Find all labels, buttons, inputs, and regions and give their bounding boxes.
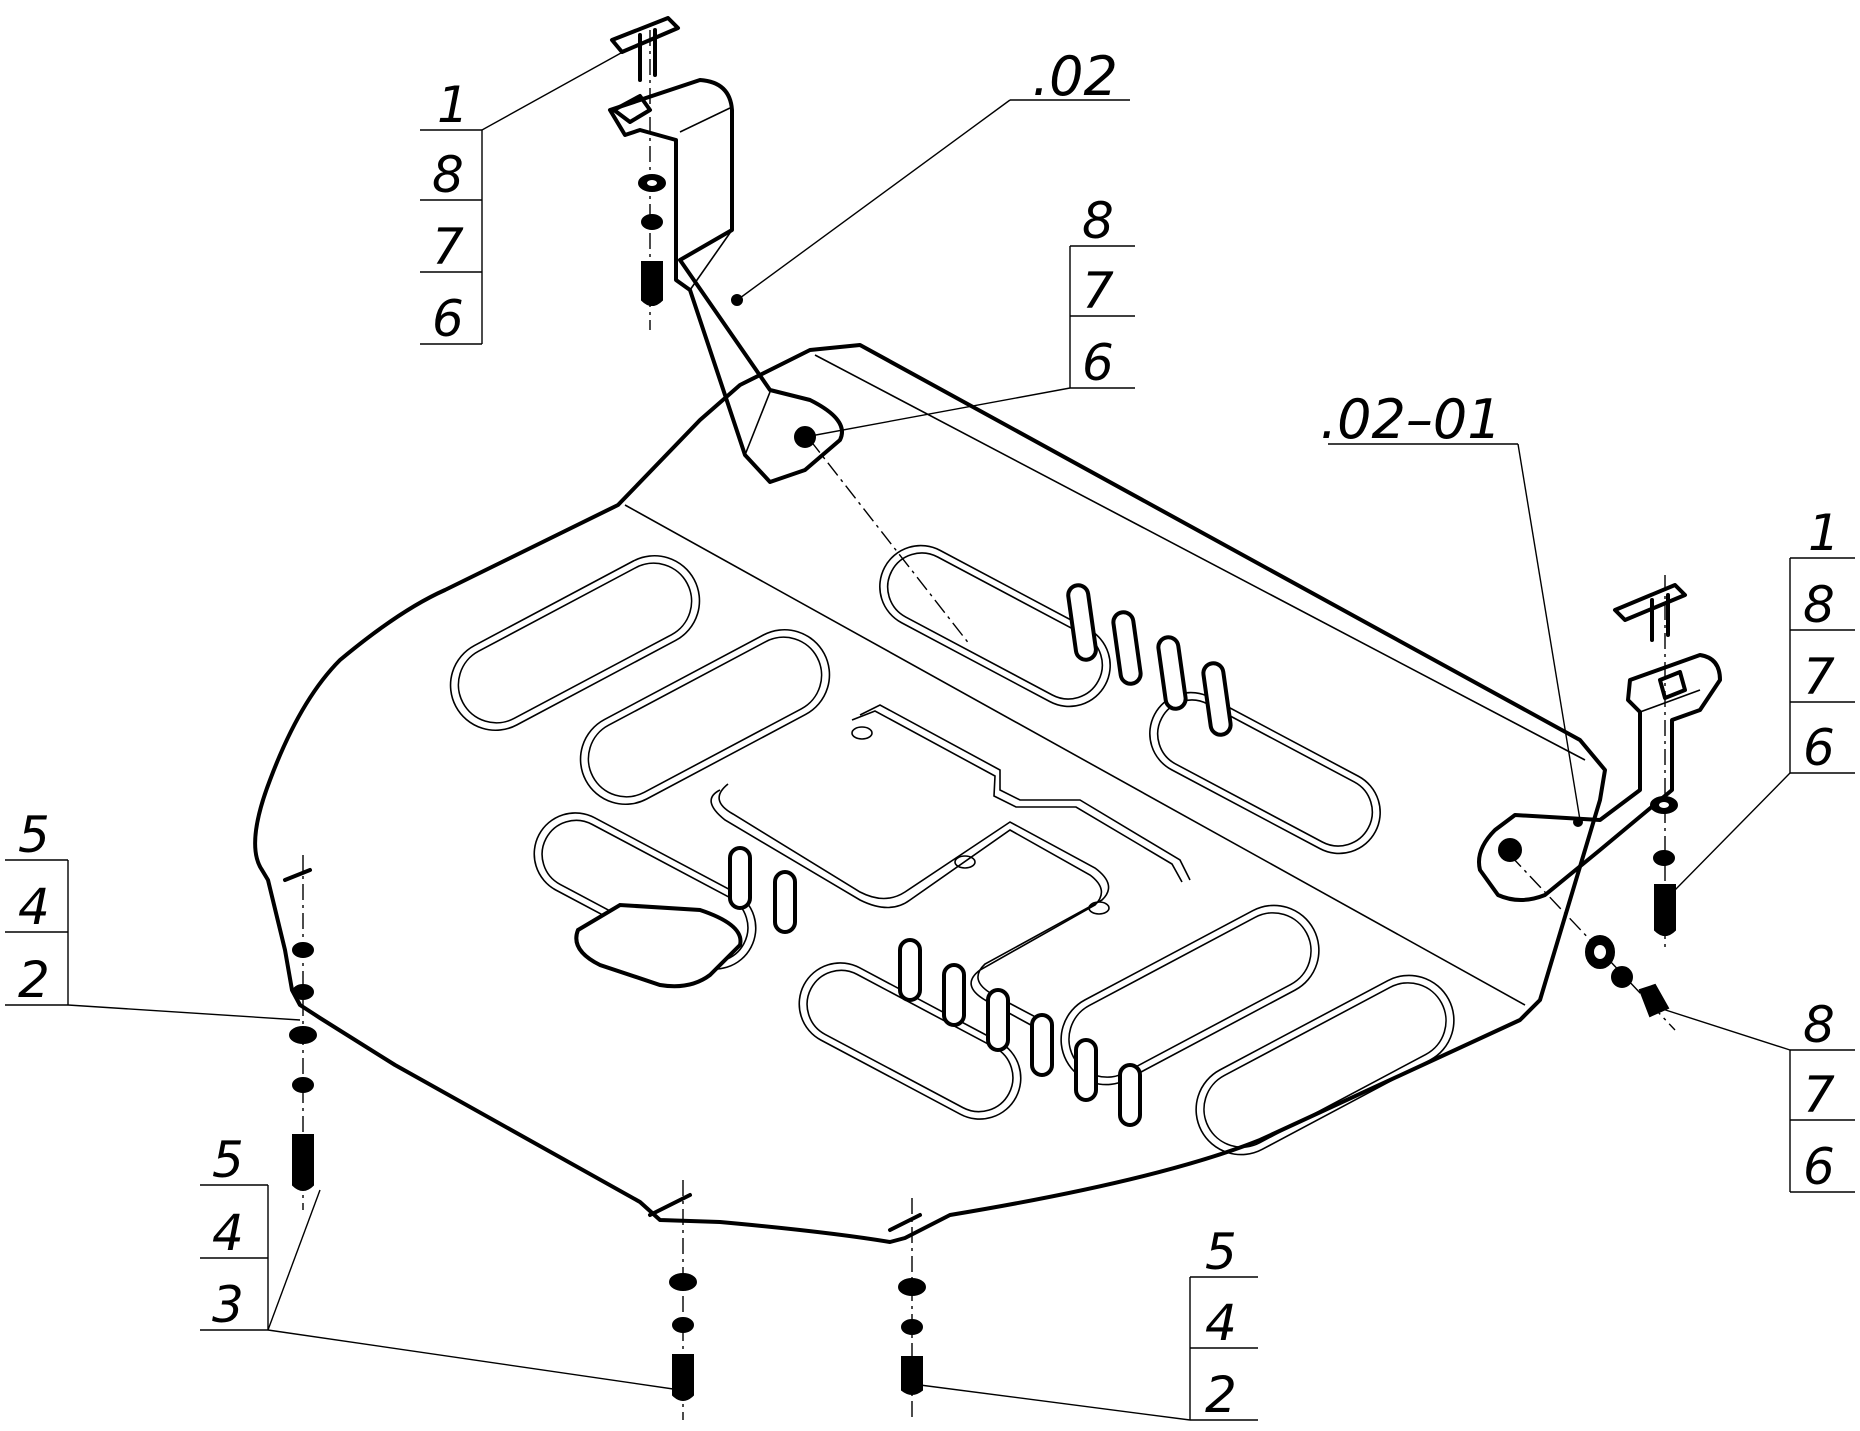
- stack-left-mid-item-2: 2: [18, 951, 50, 1009]
- stack-right-upper-item-2: 7: [1803, 648, 1835, 706]
- stack-right-upper: 1 8 7 6: [1789, 504, 1855, 777]
- stack-bottom-center-item-2: 2: [1205, 1366, 1237, 1424]
- stack-left-mid-item-0: 5: [18, 806, 50, 864]
- stack-left-mid-item-1: 4: [18, 878, 50, 936]
- plate-windows: [449, 544, 1455, 1156]
- stack-right-lower-item-0: 8: [1803, 996, 1835, 1054]
- callout-02-label: .02: [1032, 45, 1118, 108]
- stack-top-center-item-0: 8: [1082, 192, 1114, 250]
- bracket-02-01: [1477, 653, 1722, 902]
- stack-top-left-item-2: 7: [432, 218, 464, 276]
- stack-top-center-item-2: 6: [1082, 334, 1114, 392]
- skid-plate: [253, 343, 1607, 1244]
- stack-left-low: 5 4 3: [200, 1131, 269, 1334]
- stack-right-lower-item-2: 6: [1803, 1138, 1835, 1196]
- stack-top-center-item-1: 7: [1082, 262, 1114, 320]
- stack-bottom-center-item-1: 4: [1205, 1294, 1237, 1352]
- stack-bottom-center: 5 4 2: [1189, 1223, 1258, 1424]
- stack-left-low-item-1: 4: [212, 1204, 244, 1262]
- stack-left-mid: 5 4 2: [5, 806, 69, 1009]
- callout-02: .02: [1032, 45, 1118, 108]
- stack-right-upper-item-1: 8: [1803, 576, 1835, 634]
- stack-right-lower: 8 7 6: [1789, 996, 1855, 1196]
- plate-slots: [728, 583, 1233, 1127]
- stack-bottom-center-item-0: 5: [1205, 1223, 1237, 1281]
- callout-02-01: .02–01: [1320, 388, 1502, 451]
- stack-left-low-item-2: 3: [212, 1276, 244, 1334]
- plate-holes: [851, 726, 1110, 915]
- stack-right-upper-item-3: 6: [1803, 719, 1835, 777]
- callout-02-01-label: .02–01: [1320, 388, 1502, 451]
- stack-top-left-item-1: 8: [432, 146, 464, 204]
- stack-left-low-item-0: 5: [212, 1131, 244, 1189]
- stack-top-left-item-3: 6: [432, 290, 464, 348]
- stack-right-lower-item-1: 7: [1803, 1066, 1835, 1124]
- leader-lines: [67, 47, 1791, 1421]
- stack-top-left: 1 8 7 6: [420, 76, 483, 348]
- stack-right-upper-item-0: 1: [1808, 504, 1840, 562]
- stack-top-left-item-0: 1: [437, 76, 469, 134]
- fasteners: [283, 16, 1687, 1420]
- stack-top-center: 8 7 6: [1069, 192, 1135, 392]
